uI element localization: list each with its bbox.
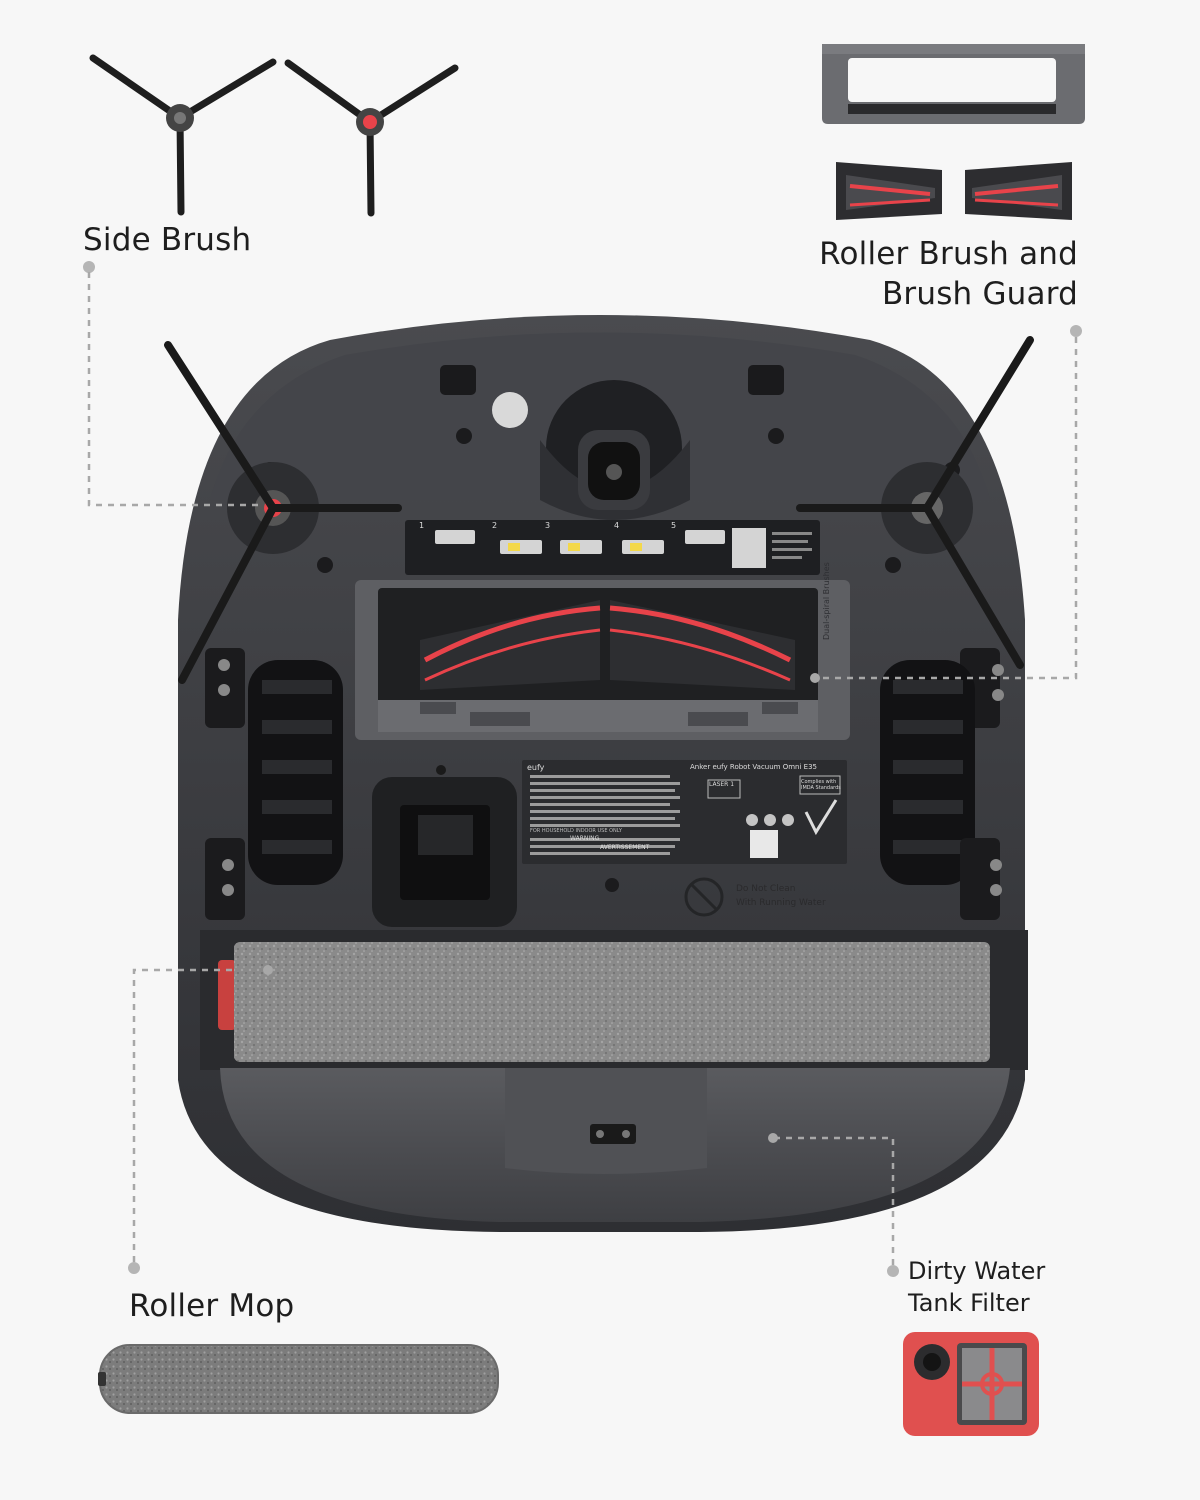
tank-filter-label-line1: Dirty Water xyxy=(908,1257,1046,1285)
roller-brush-part-left xyxy=(836,162,942,220)
step-1: 1 xyxy=(419,521,425,530)
roller-mop-label: Roller Mop xyxy=(129,1288,295,1324)
robot-brand-text: eufy xyxy=(527,763,545,772)
side-brush-part-2 xyxy=(284,59,459,217)
household-text: FOR HOUSEHOLD INDOOR USE ONLY xyxy=(530,828,622,834)
step-4: 4 xyxy=(614,521,620,530)
compliance-text: Complies with IMDA Standards xyxy=(801,779,841,791)
avertissement-text: AVERTISSEMENT xyxy=(600,844,650,851)
roller-mop-part xyxy=(98,1344,499,1414)
dual-brush-side-label: Dual-spiral Brushes xyxy=(822,562,831,640)
side-brush-label: Side Brush xyxy=(83,222,252,258)
caution-line1: Do Not Clean xyxy=(736,884,796,894)
callout-side-brush xyxy=(83,261,260,507)
laser-class-text: LASER 1 xyxy=(709,781,735,788)
caution-line2: With Running Water xyxy=(736,898,826,908)
roller-brush-label-line2: Brush Guard xyxy=(881,276,1078,312)
callout-roller-brush xyxy=(810,325,1082,683)
roller-brush-part-right xyxy=(965,162,1072,220)
warning-text: WARNING xyxy=(570,835,600,842)
step-2: 2 xyxy=(492,521,498,530)
step-3: 3 xyxy=(545,521,551,530)
brush-guard-part xyxy=(822,44,1085,124)
tank-filter-part xyxy=(903,1332,1039,1436)
roller-brush-label-line1: Roller Brush and xyxy=(819,236,1078,272)
robot-underside xyxy=(164,315,1034,1232)
side-brush-part-1 xyxy=(89,54,277,216)
robot-model-text: Anker eufy Robot Vacuum Omni E35 xyxy=(690,763,817,771)
step-5: 5 xyxy=(671,521,677,530)
callout-roller-mop xyxy=(128,965,273,1274)
tank-filter-label-line2: Tank Filter xyxy=(908,1289,1030,1317)
callout-tank-filter xyxy=(768,1133,899,1277)
